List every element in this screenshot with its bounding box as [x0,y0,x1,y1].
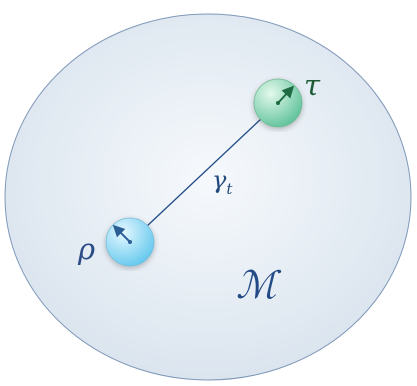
end-state-arrow-icon [277,85,295,104]
end-state-center-dot [276,101,280,105]
geodesic-path-line [129,102,279,243]
path-label-symbol: γ [212,166,227,194]
path-label: γt [212,166,233,198]
start-state-arrow-icon [112,224,131,243]
start-state-center-dot [128,240,132,244]
start-state-label: ρ [77,232,95,266]
path-label-subscript: t [226,180,233,198]
manifold-blob [4,13,412,381]
end-state-label: τ [304,68,321,102]
manifold-label: ℳ [236,263,282,307]
